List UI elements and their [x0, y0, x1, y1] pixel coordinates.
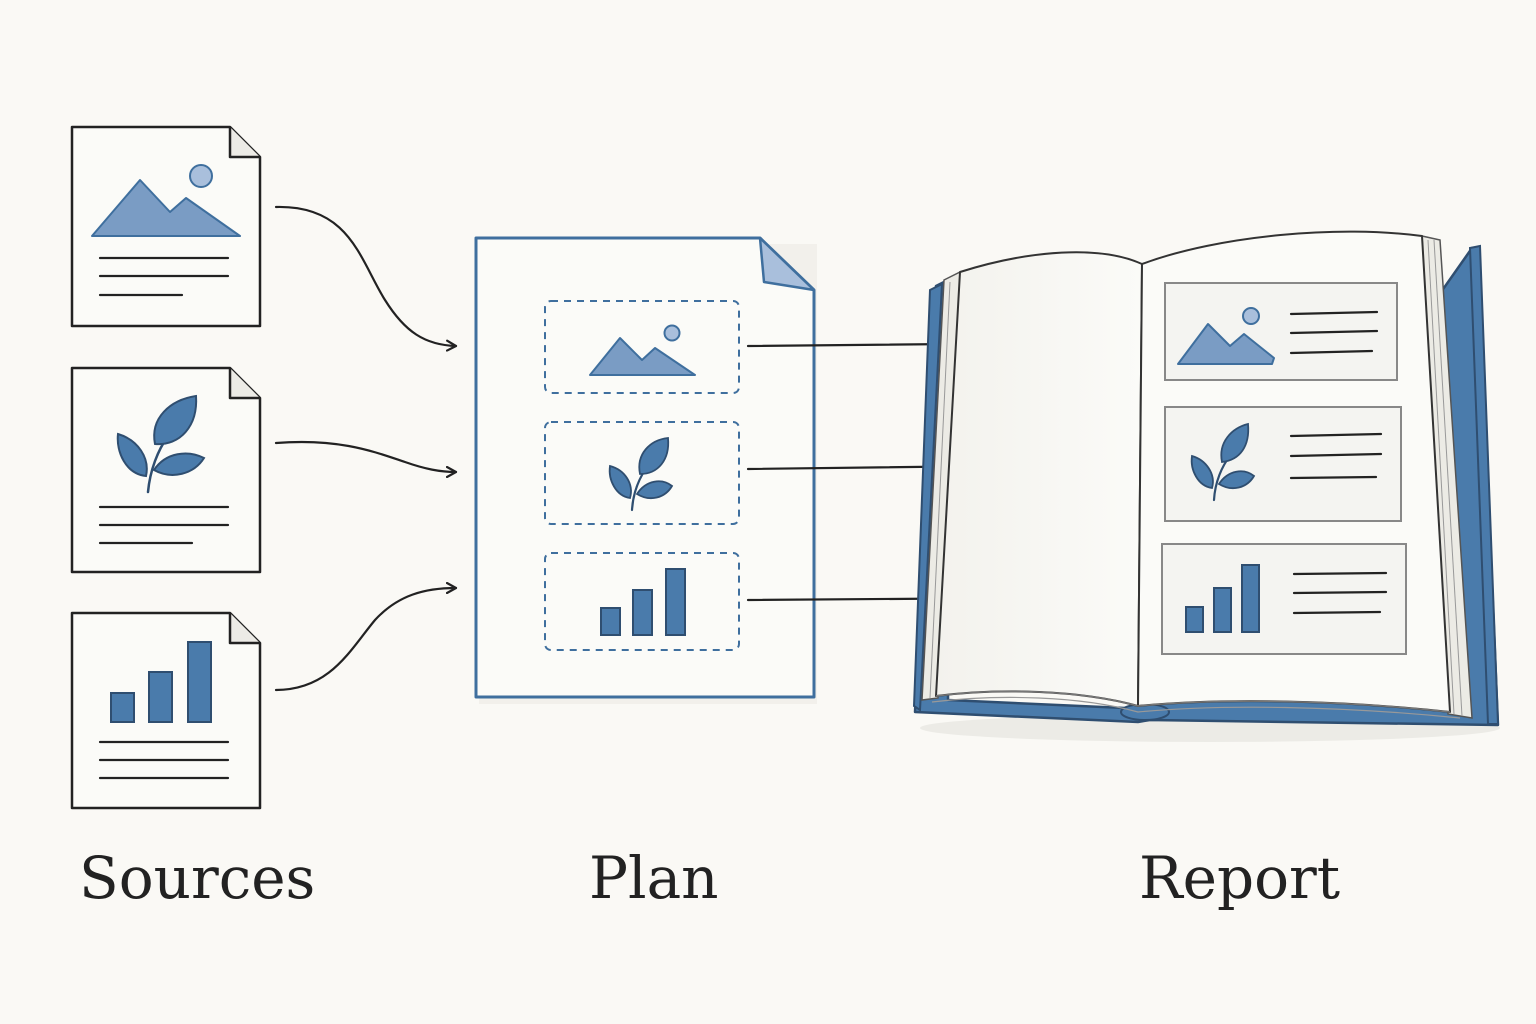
source-document-image [70, 125, 262, 328]
text-lines [1289, 432, 1383, 480]
bar-chart-icon [600, 568, 686, 636]
label-sources: Sources [79, 844, 315, 912]
label-report: Report [1139, 844, 1340, 912]
report-book [912, 230, 1500, 742]
plan-document [474, 236, 817, 704]
mountain-image-icon [91, 164, 241, 237]
text-lines [1289, 310, 1379, 355]
plan-slot-chart [544, 552, 740, 651]
mountain-image-icon [1177, 307, 1275, 365]
arrow-chart-to-plan [274, 588, 458, 692]
bar-chart-icon [110, 641, 212, 723]
mountain-image-icon [589, 324, 696, 376]
arrow-plant-to-plan [274, 440, 458, 472]
leaf-sprout-icon [1190, 422, 1256, 502]
text-lines [1292, 571, 1388, 615]
leaf-sprout-icon [116, 394, 206, 494]
report-section-chart [1161, 543, 1407, 655]
report-section-image [1164, 282, 1398, 381]
source-document-chart [70, 611, 262, 810]
text-lines [98, 505, 230, 545]
plan-slot-plant [544, 421, 740, 525]
label-plan: Plan [589, 844, 719, 912]
text-lines [98, 256, 230, 297]
bar-chart-icon [1185, 564, 1260, 633]
report-section-plant [1164, 406, 1402, 522]
text-lines [98, 740, 230, 780]
arrow-image-to-plan [274, 205, 458, 346]
source-document-plant [70, 366, 262, 574]
leaf-sprout-icon [608, 437, 674, 512]
sources-column [70, 125, 262, 810]
plan-slot-image [544, 300, 740, 394]
source-to-plan-arrows [274, 205, 458, 692]
